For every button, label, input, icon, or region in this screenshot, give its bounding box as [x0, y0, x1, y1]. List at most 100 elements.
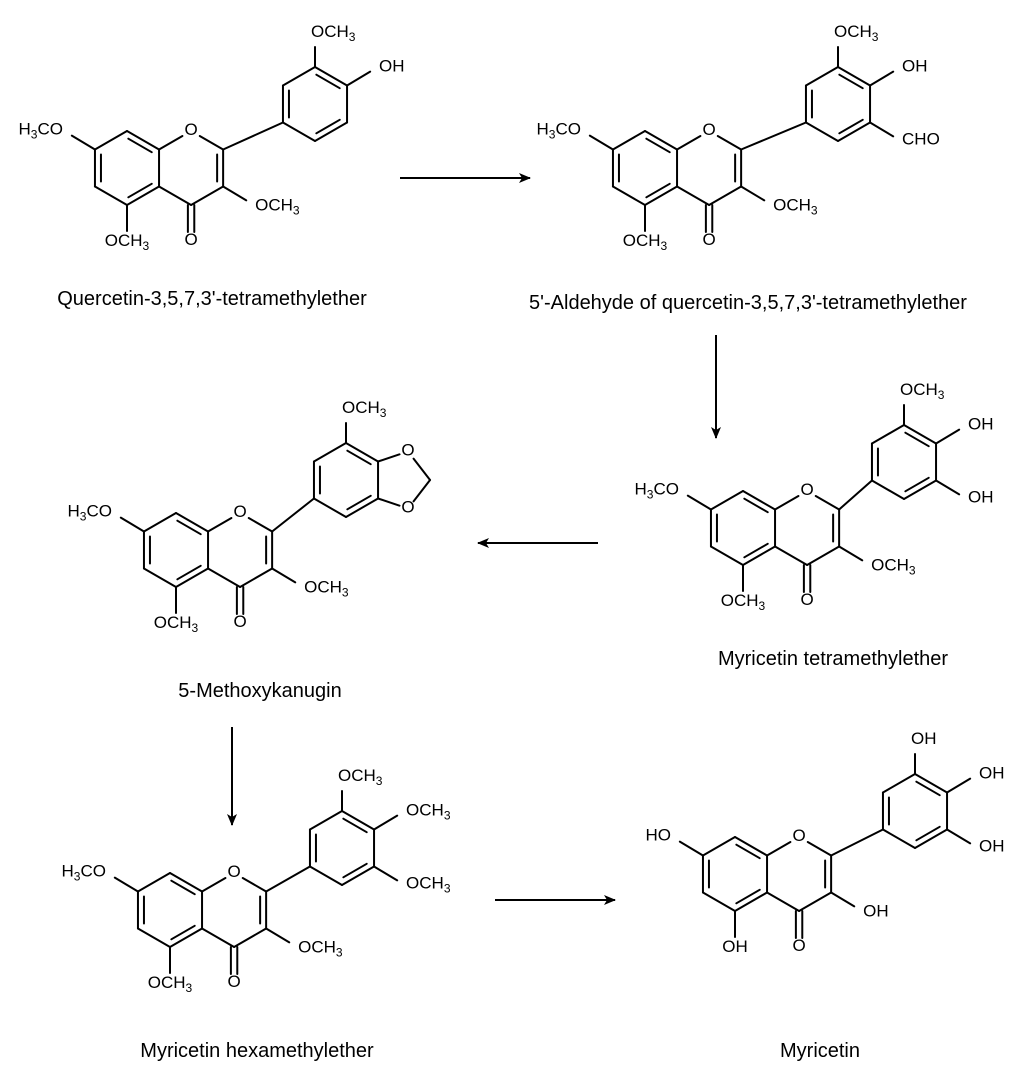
atom-label: OCH3	[342, 398, 387, 420]
bond	[373, 814, 399, 831]
bond	[881, 828, 916, 849]
bond	[804, 121, 839, 142]
atom-label: OH	[968, 488, 994, 507]
double-bond	[315, 118, 341, 135]
atom-label: O	[401, 498, 414, 517]
bond	[70, 134, 96, 151]
atom-label: OCH3	[154, 613, 199, 635]
bond	[870, 479, 905, 500]
atom-label: OCH3	[406, 874, 451, 896]
bond	[837, 66, 872, 87]
bond	[222, 185, 248, 202]
bond	[830, 828, 884, 857]
atom-label: O	[702, 120, 715, 139]
bond	[716, 135, 743, 151]
compound-caption-3: Myricetin tetramethylether	[717, 648, 949, 670]
atom-label: O	[227, 972, 240, 991]
bond	[373, 865, 399, 882]
double-bond	[735, 843, 761, 860]
bond	[814, 495, 841, 511]
bond	[175, 512, 210, 533]
atom-label: OCH3	[105, 231, 150, 253]
bond	[136, 872, 171, 893]
bond	[312, 442, 347, 463]
bond	[93, 185, 128, 206]
bond	[701, 891, 736, 912]
atom-label: CHO	[902, 130, 940, 149]
bond	[740, 185, 766, 202]
bond	[806, 841, 833, 857]
atom-label: O	[233, 502, 246, 521]
bond	[734, 836, 769, 857]
bond	[201, 877, 227, 893]
bond	[169, 872, 204, 893]
bond	[701, 836, 736, 857]
atom-label: OCH3	[623, 231, 668, 253]
bond	[611, 185, 646, 206]
atom-label: OCH3	[304, 578, 349, 600]
bond	[838, 479, 873, 511]
atom-label: OCH3	[721, 591, 766, 613]
bond	[644, 185, 679, 206]
bond	[412, 457, 432, 481]
double-bond	[904, 431, 930, 448]
compound-caption-4: 5-Methoxykanugin	[178, 680, 342, 702]
bond	[644, 130, 679, 151]
double-bond	[342, 862, 368, 879]
bond	[838, 545, 864, 562]
atom-label: OH	[968, 415, 994, 434]
bond	[201, 927, 236, 948]
atom-label: O	[184, 230, 197, 249]
atom-label: O	[800, 480, 813, 499]
double-bond	[645, 137, 671, 154]
double-bond	[176, 519, 202, 536]
bond	[308, 865, 343, 886]
bond	[142, 567, 177, 588]
double-bond	[743, 542, 769, 559]
bond	[207, 517, 233, 533]
double-bond	[915, 780, 941, 797]
bond	[377, 497, 401, 507]
bond	[247, 517, 274, 533]
bond	[935, 479, 961, 496]
bond	[241, 877, 268, 893]
atom-label: OH	[902, 57, 928, 76]
double-bond	[346, 494, 372, 511]
bond	[281, 121, 316, 142]
bond	[676, 185, 711, 206]
atom-label: OCH3	[148, 973, 193, 995]
bond	[314, 121, 349, 142]
atom-label: O	[233, 612, 246, 631]
double-bond	[645, 182, 671, 199]
bond	[126, 185, 161, 206]
atom-label: OCH3	[406, 801, 451, 823]
bond	[345, 442, 380, 463]
bond	[709, 545, 744, 566]
atom-label: OH	[911, 729, 937, 748]
bond	[676, 135, 702, 151]
atom-label: H3CO	[634, 480, 678, 502]
bond	[308, 810, 343, 831]
atom-label: OH	[379, 57, 405, 76]
atom-label: O	[792, 936, 805, 955]
bond	[271, 497, 315, 533]
bond	[946, 777, 972, 794]
compound-caption-5: Myricetin hexamethylether	[140, 1040, 374, 1062]
bond	[113, 876, 139, 893]
bond	[766, 841, 792, 857]
bond	[678, 840, 704, 857]
bond	[914, 773, 949, 794]
atom-label: O	[702, 230, 715, 249]
bond	[774, 495, 800, 511]
atom-label: H3CO	[536, 120, 580, 142]
atom-label: O	[792, 826, 805, 845]
atom-label: H3CO	[67, 502, 111, 524]
bond	[709, 490, 744, 511]
bond	[341, 810, 376, 831]
double-bond	[170, 924, 196, 941]
bond	[346, 70, 372, 87]
atom-label: OCH3	[900, 380, 945, 402]
